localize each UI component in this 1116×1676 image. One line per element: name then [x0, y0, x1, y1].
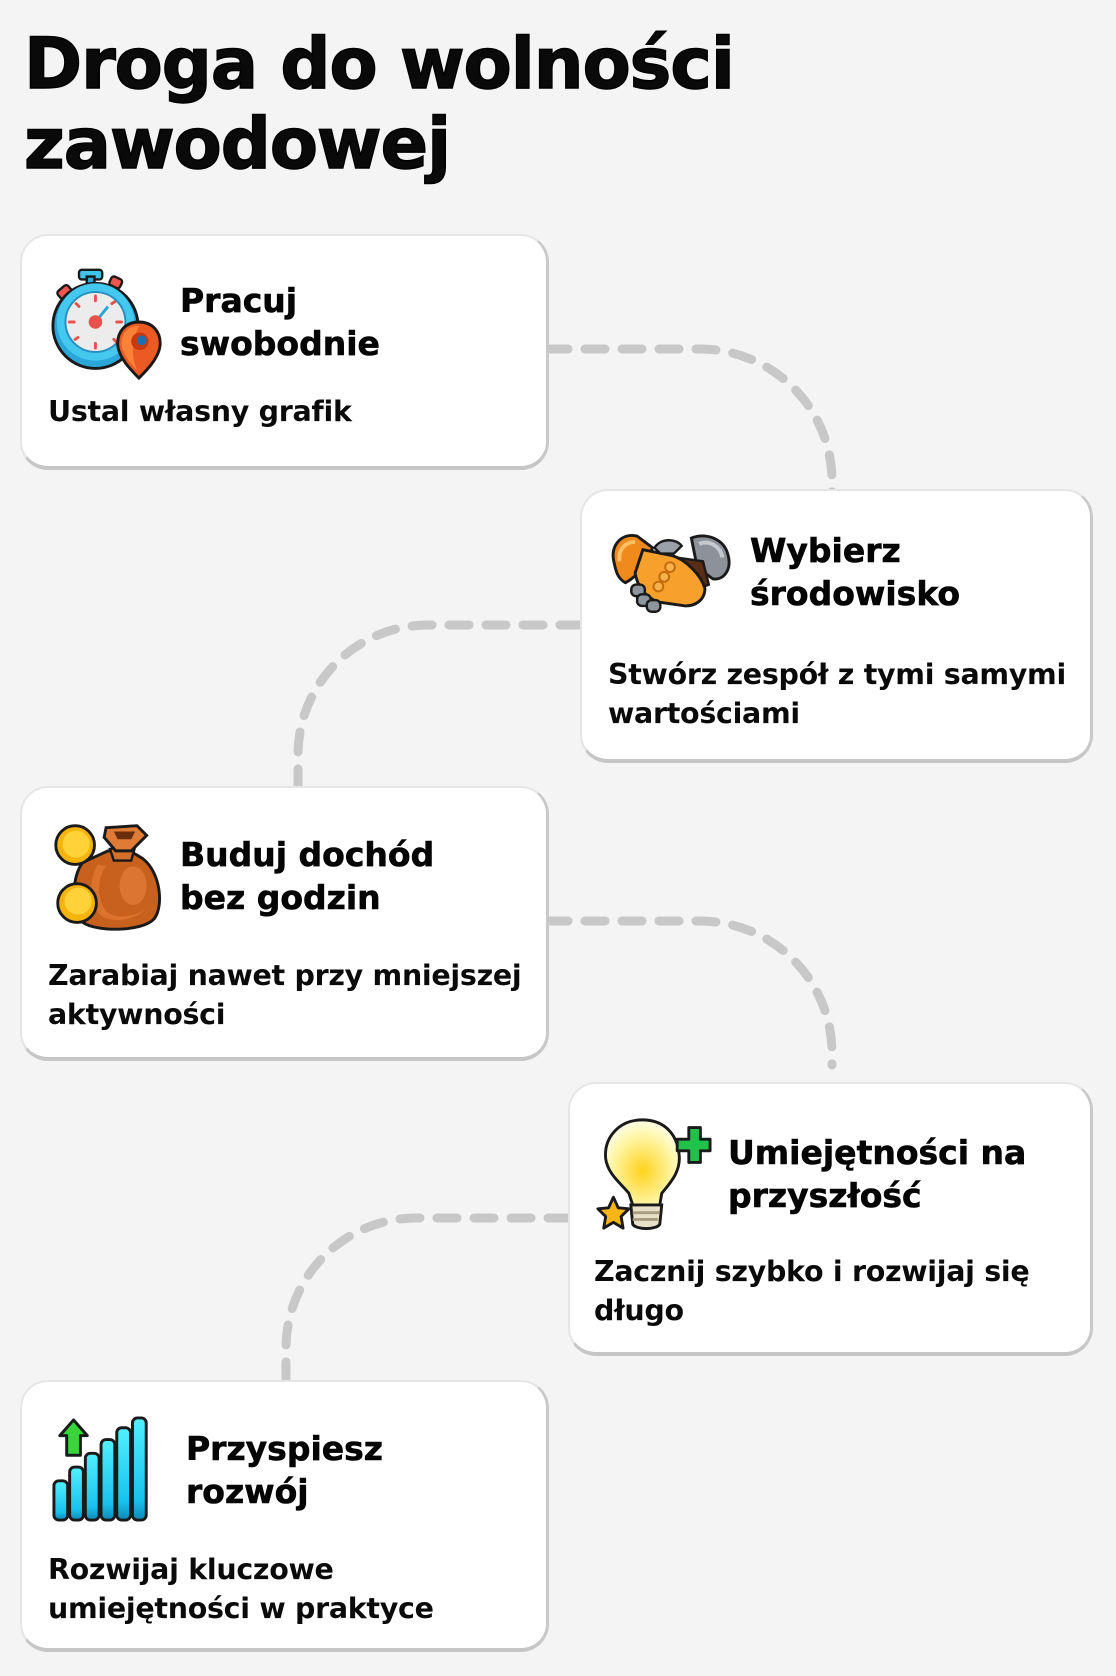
step-title: Umiejętności na przyszłość — [728, 1133, 1027, 1216]
step-title: Pracuj swobodnie — [180, 281, 381, 364]
step-title: Buduj dochód bez godzin — [180, 835, 435, 918]
step-description: Ustal własny grafik — [48, 395, 352, 428]
step-card-1: Pracuj swobodnie Ustal własny grafik — [20, 234, 549, 470]
step-description: Stwórz zespół z tymi samymi wartościami — [608, 658, 1066, 730]
step-card-4: Umiejętności na przyszłość Zacznij szybk… — [568, 1082, 1093, 1356]
connector-1-2 — [543, 344, 837, 497]
step-card-3: Buduj dochód bez godzin Zarabiaj nawet p… — [20, 786, 549, 1061]
handshake-icon — [611, 534, 731, 613]
step-card-5: Przyspiesz rozwój Rozwijaj kluczowe umie… — [20, 1380, 549, 1652]
step-card-2: Wybierz środowisko Stwórz zespół z tymi … — [580, 489, 1093, 763]
step-title: Przyspiesz rozwój — [186, 1429, 384, 1512]
growth-bars-arrow-icon — [52, 1416, 148, 1522]
step-title: Wybierz środowisko — [750, 531, 961, 614]
step-description: Zarabiaj nawet przy mniejszej aktywności — [48, 959, 522, 1031]
money-bag-coins-icon — [54, 824, 162, 931]
page-title: Droga do wolności zawodowej — [23, 23, 735, 185]
lightbulb-plus-star-icon — [596, 1118, 712, 1231]
stopwatch-location-pin-icon — [51, 268, 162, 380]
step-description: Zacznij szybko i rozwijaj się długo — [594, 1255, 1030, 1327]
connector-4-5 — [281, 1213, 573, 1390]
step-description: Rozwijaj kluczowe umiejętności w praktyc… — [48, 1553, 434, 1625]
connector-2-3 — [293, 620, 585, 795]
connector-3-4 — [543, 916, 837, 1070]
